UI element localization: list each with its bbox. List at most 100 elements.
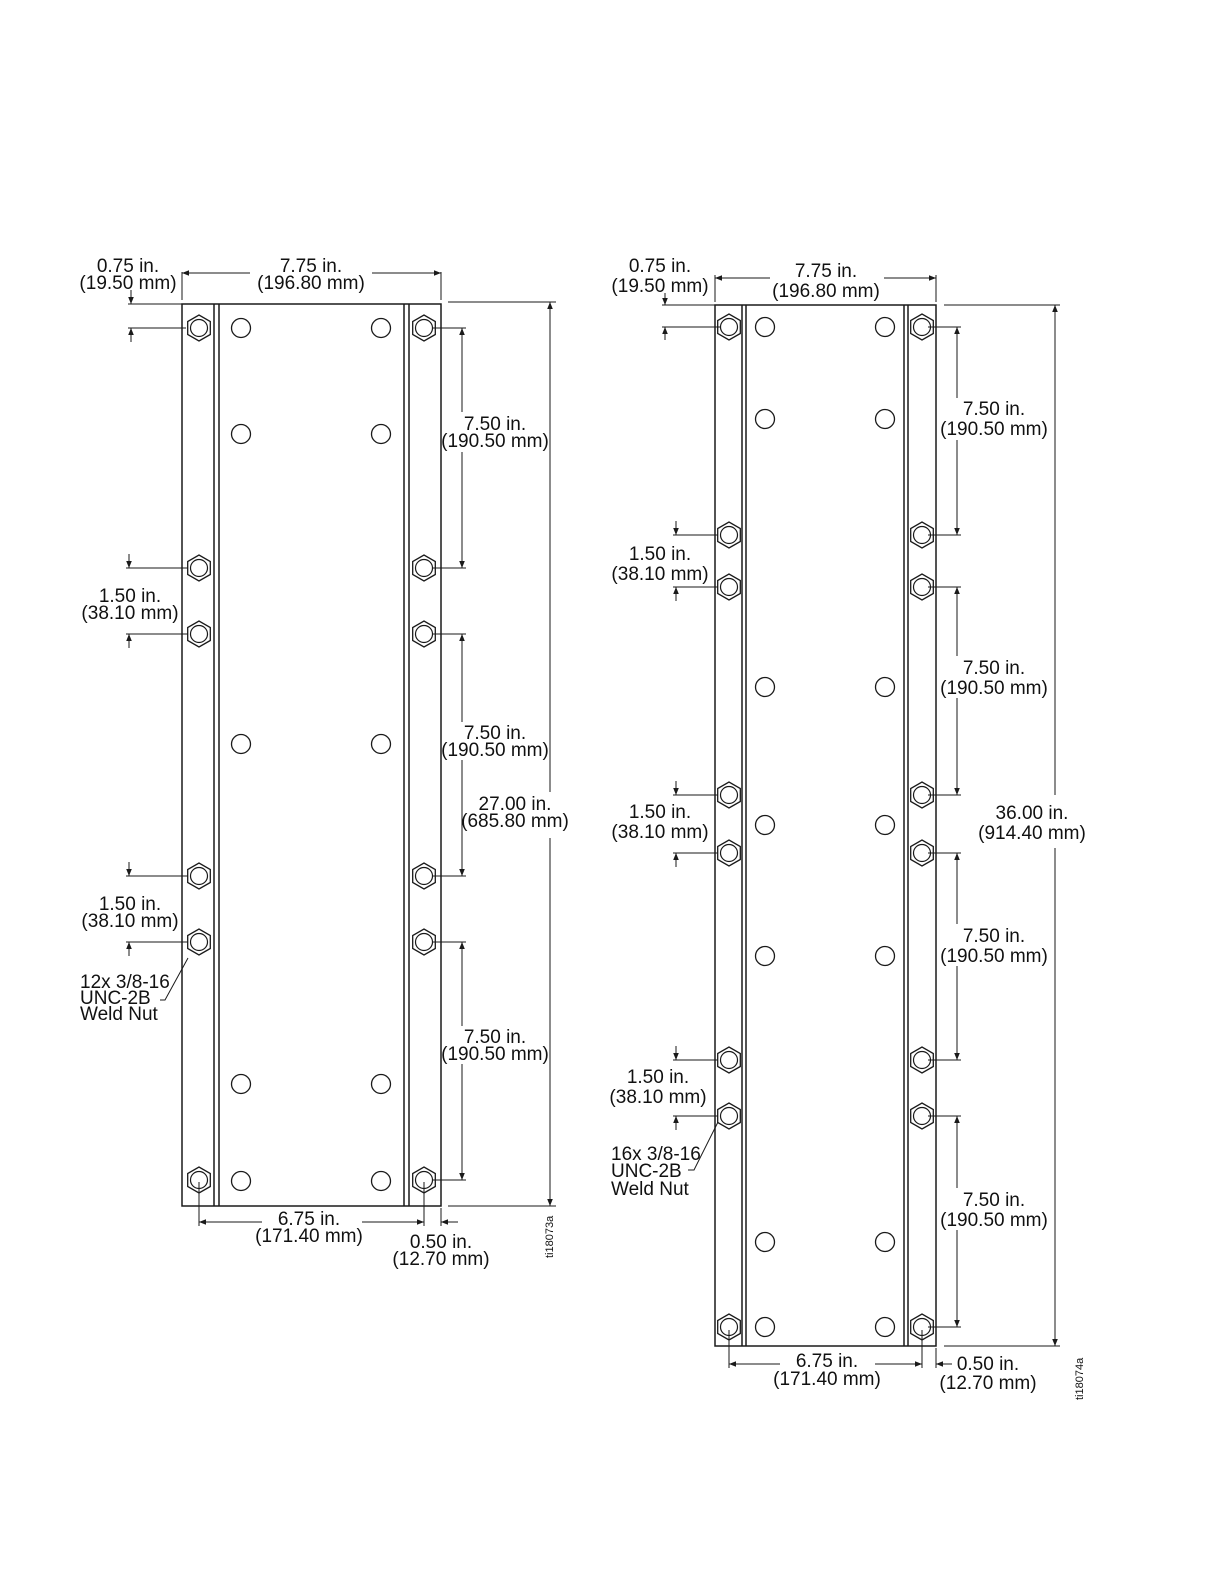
weld-nut-line-3: Weld Nut: [611, 1179, 690, 1200]
spacing-3-in: 7.50 in.: [963, 926, 1025, 947]
edge-in: 0.75 in.: [97, 256, 159, 277]
mounting-hole: [230, 317, 252, 339]
edge-mm: (19.50 mm): [79, 273, 176, 294]
spacing-3-in: 7.50 in.: [464, 1027, 526, 1048]
gap-2-in: 1.50 in.: [99, 894, 161, 915]
weld-nut-line-2: UNC-2B: [611, 1161, 682, 1182]
weld-nut-icon: [717, 521, 741, 549]
weld-nut-icon: [717, 839, 741, 867]
mounting-hole: [370, 733, 392, 755]
mounting-hole: [230, 1170, 252, 1192]
edge-in: 0.75 in.: [629, 256, 691, 277]
weld-nut-leader: [688, 1121, 719, 1171]
spacing-2-mm: (190.50 mm): [940, 678, 1048, 699]
figure-left: 7.75 in. (196.80 mm) 0.75 in. (19.50 mm)…: [79, 256, 568, 1270]
weld-nut-icon: [412, 554, 436, 582]
mounting-hole: [370, 1170, 392, 1192]
spacing-2-in: 7.50 in.: [963, 658, 1025, 679]
mounting-hole: [754, 945, 776, 967]
weld-nut-leader: [160, 957, 189, 1001]
dim-gaps: [673, 521, 718, 1130]
weld-nut-icon: [717, 573, 741, 601]
gap-1-mm: (38.10 mm): [81, 603, 178, 624]
weld-nut-line-3: Weld Nut: [80, 1004, 159, 1025]
mounting-hole: [370, 317, 392, 339]
bottom-width-in: 6.75 in.: [278, 1209, 340, 1230]
bottom-offset-mm: (12.70 mm): [939, 1373, 1036, 1394]
weld-nut-line-1: 16x 3/8-16: [611, 1144, 701, 1165]
mounting-holes: [754, 316, 896, 1338]
mounting-hole: [874, 814, 896, 836]
gap-2-mm: (38.10 mm): [81, 911, 178, 932]
width-mm: (196.80 mm): [772, 281, 880, 302]
mounting-hole: [874, 316, 896, 338]
dim-gaps: [126, 554, 188, 956]
spacing-2-mm: (190.50 mm): [441, 740, 549, 761]
gap-1-in: 1.50 in.: [99, 586, 161, 607]
weld-nut-icon: [412, 620, 436, 648]
mounting-hole: [754, 814, 776, 836]
dim-height: [448, 301, 556, 1207]
weld-nut-icon: [717, 781, 741, 809]
width-in: 7.75 in.: [795, 261, 857, 282]
spacing-1-mm: (190.50 mm): [441, 431, 549, 452]
mounting-hole: [754, 408, 776, 430]
weld-nuts: [717, 313, 934, 1341]
mounting-holes: [230, 317, 392, 1192]
gap-3-mm: (38.10 mm): [609, 1087, 706, 1108]
bottom-width-mm: (171.40 mm): [255, 1226, 363, 1247]
bottom-offset-in: 0.50 in.: [410, 1232, 472, 1253]
spacing-3-mm: (190.50 mm): [940, 946, 1048, 967]
spacing-4-in: 7.50 in.: [963, 1190, 1025, 1211]
weld-nut-icon: [412, 862, 436, 890]
mounting-hole: [754, 1316, 776, 1338]
mounting-hole: [230, 423, 252, 445]
bottom-width-in: 6.75 in.: [796, 1351, 858, 1372]
weld-nut-icon: [187, 314, 211, 342]
figure-id: ti18074a: [1074, 1357, 1086, 1400]
mounting-hole: [370, 423, 392, 445]
dim-width: [181, 270, 442, 300]
dim-bottom: [728, 1330, 952, 1368]
mounting-hole: [874, 408, 896, 430]
width-in: 7.75 in.: [280, 256, 342, 277]
weld-nut-icon: [717, 1102, 741, 1130]
weld-nut-line-2: UNC-2B: [80, 988, 151, 1009]
bottom-offset-mm: (12.70 mm): [392, 1249, 489, 1270]
figure-id: ti18073a: [544, 1215, 556, 1258]
gap-2-in: 1.50 in.: [629, 802, 691, 823]
spacing-1-in: 7.50 in.: [464, 414, 526, 435]
weld-nut-line-1: 12x 3/8-16: [80, 972, 170, 993]
mounting-hole: [754, 676, 776, 698]
dim-edge: [128, 290, 186, 342]
spacing-1-in: 7.50 in.: [963, 399, 1025, 420]
mounting-hole: [230, 733, 252, 755]
height-mm: (685.80 mm): [461, 811, 569, 832]
mounting-hole: [754, 316, 776, 338]
mounting-hole: [874, 945, 896, 967]
plate-outline: [714, 304, 937, 1347]
dim-height: [944, 304, 1060, 1347]
bottom-offset-in: 0.50 in.: [957, 1354, 1019, 1375]
plate-outline: [181, 303, 442, 1207]
height-in: 36.00 in.: [996, 803, 1069, 824]
weld-nut-icon: [187, 862, 211, 890]
width-mm: (196.80 mm): [257, 273, 365, 294]
gap-3-in: 1.50 in.: [627, 1067, 689, 1088]
gap-1-mm: (38.10 mm): [611, 564, 708, 585]
gap-1-in: 1.50 in.: [629, 544, 691, 565]
figure-right: 7.75 in. (196.80 mm) 0.75 in. (19.50 mm)…: [609, 256, 1086, 1400]
bottom-width-mm: (171.40 mm): [773, 1369, 881, 1390]
dim-width: [714, 275, 937, 302]
weld-nut-icon: [717, 1046, 741, 1074]
height-in: 27.00 in.: [479, 794, 552, 815]
mounting-hole: [370, 1073, 392, 1095]
gap-2-mm: (38.10 mm): [611, 822, 708, 843]
dim-bottom: [198, 1182, 458, 1226]
height-mm: (914.40 mm): [978, 823, 1086, 844]
spacing-3-mm: (190.50 mm): [441, 1044, 549, 1065]
dim-spacing: [928, 326, 961, 1328]
weld-nut-icon: [412, 928, 436, 956]
